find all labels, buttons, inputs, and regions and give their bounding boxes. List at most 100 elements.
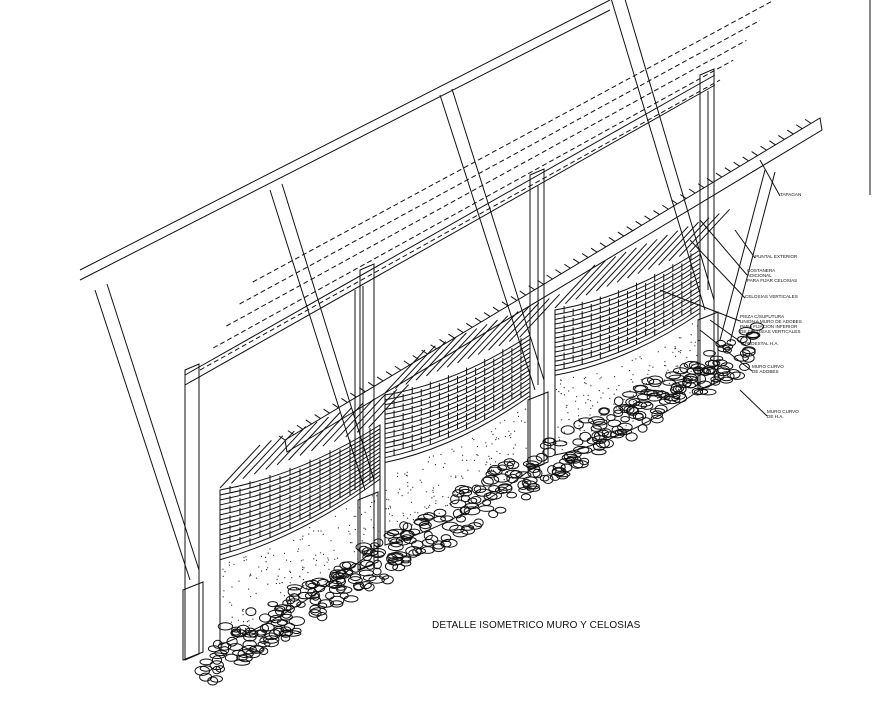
- concrete-dot: [442, 466, 445, 468]
- concrete-dot: [237, 619, 239, 621]
- concrete-dot: [679, 352, 682, 354]
- concrete-dot: [426, 512, 429, 515]
- stone: [473, 485, 487, 494]
- stone: [613, 409, 624, 417]
- concrete-dot: [495, 437, 498, 439]
- concrete-dot: [491, 457, 493, 460]
- corrugation: [581, 253, 589, 258]
- concrete-dot: [477, 454, 479, 456]
- concrete-dot: [405, 474, 407, 476]
- concrete-dot: [388, 499, 390, 501]
- concrete-dot: [453, 450, 455, 452]
- concrete-dot: [349, 533, 351, 535]
- lattice-slat: [457, 319, 498, 364]
- stone: [463, 506, 481, 516]
- corrugation: [412, 355, 420, 360]
- concrete-dot: [471, 437, 473, 439]
- stone: [556, 472, 569, 480]
- stone: [287, 586, 302, 597]
- stone: [503, 458, 516, 467]
- concrete-dot: [573, 431, 575, 433]
- stone: [747, 331, 759, 340]
- concrete-dot: [344, 561, 346, 564]
- stone: [560, 425, 575, 435]
- concrete-dot: [324, 564, 326, 567]
- concrete-dot: [236, 627, 239, 629]
- stone: [209, 675, 223, 683]
- concrete-dot: [267, 552, 269, 554]
- stone: [493, 473, 511, 483]
- stone: [592, 440, 606, 451]
- concrete-dot: [677, 365, 679, 367]
- stone: [712, 359, 728, 367]
- corrugation: [430, 344, 437, 350]
- concrete-dot: [396, 520, 398, 523]
- ridge-beam: [79, 0, 611, 281]
- concrete-dot: [238, 580, 240, 582]
- stone: [199, 672, 213, 682]
- stone: [563, 451, 577, 461]
- concrete-dot: [424, 506, 426, 508]
- concrete-dot: [412, 519, 414, 521]
- label-line: MURO CURVO: [767, 409, 799, 414]
- concrete-dot: [613, 393, 615, 395]
- concrete-dot: [484, 476, 486, 479]
- concrete-dot: [596, 373, 598, 375]
- concrete-dot: [491, 443, 493, 445]
- concrete-dot: [635, 402, 637, 404]
- stone: [662, 379, 677, 386]
- concrete-dot: [524, 421, 526, 423]
- stone: [554, 471, 571, 478]
- concrete-dot: [495, 439, 497, 441]
- stone: [509, 470, 523, 479]
- drawing-title: DETALLE ISOMETRICO MURO Y CELOSIAS: [432, 620, 641, 631]
- concrete-dot: [678, 388, 680, 390]
- corrugation: [671, 199, 678, 205]
- stone: [641, 377, 655, 386]
- concrete-dot: [602, 419, 604, 421]
- concrete-dot: [618, 385, 620, 387]
- concrete-dot: [504, 435, 506, 438]
- stone: [599, 407, 609, 416]
- concrete-dot: [266, 569, 268, 571]
- stone: [401, 555, 412, 562]
- stone: [648, 378, 662, 387]
- concrete-dot: [466, 459, 468, 461]
- concrete-dot: [334, 558, 336, 560]
- label-line: DE H.A.: [767, 414, 784, 419]
- label-line: UNION A MURO DE ADOBES: [740, 319, 802, 324]
- stone: [733, 354, 749, 362]
- concrete-dot: [691, 364, 693, 366]
- concrete-dot: [315, 559, 318, 562]
- stone: [402, 522, 413, 532]
- concrete-dot: [364, 511, 366, 513]
- concrete-dot: [508, 480, 510, 482]
- stone: [654, 404, 668, 414]
- concrete-dot: [659, 380, 661, 382]
- concrete-dot: [685, 384, 687, 386]
- stone: [440, 534, 452, 543]
- concrete-dot: [371, 501, 373, 504]
- stone: [233, 659, 251, 666]
- stone: [657, 390, 667, 398]
- concrete-dot: [663, 379, 666, 381]
- concrete-dot: [506, 471, 508, 474]
- concrete-dot: [605, 419, 607, 421]
- lattice-slat: [585, 251, 627, 296]
- concrete-dot: [401, 495, 403, 497]
- concrete-dot: [345, 508, 348, 510]
- concrete-dot: [592, 405, 594, 407]
- concrete-dot: [252, 618, 254, 620]
- brick-course: [219, 474, 381, 556]
- concrete-dot: [243, 556, 245, 558]
- stone: [578, 417, 594, 424]
- concrete-dot: [492, 433, 494, 435]
- concrete-dot: [299, 539, 301, 541]
- concrete-dot: [389, 507, 391, 509]
- concrete-dot: [590, 385, 592, 387]
- concrete-dot: [600, 376, 602, 378]
- stone: [539, 474, 550, 482]
- stone: [483, 492, 498, 501]
